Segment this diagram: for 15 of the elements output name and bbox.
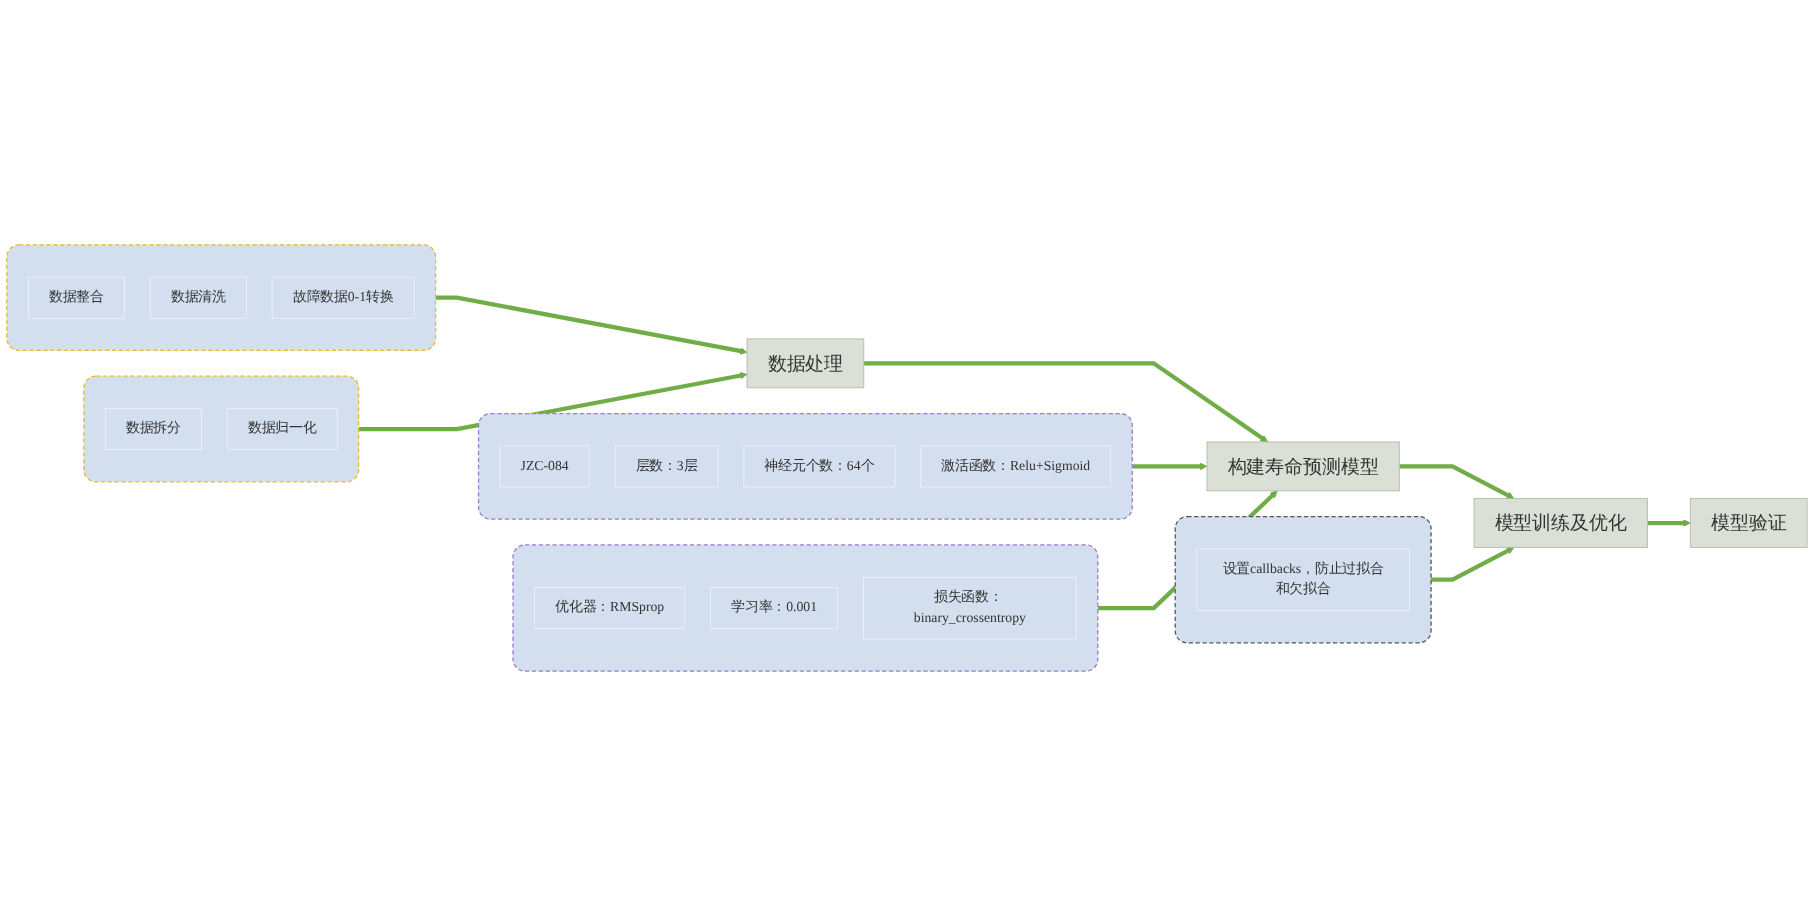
arrow — [1132, 461, 1208, 470]
arrow — [1399, 463, 1515, 498]
node-box: 构建寿命预测模型 — [1206, 440, 1400, 491]
cluster — [477, 411, 1133, 519]
cluster — [6, 243, 437, 351]
arrow — [863, 360, 1268, 442]
cluster — [1174, 514, 1432, 643]
node-box: 模型训练及优化 — [1473, 497, 1648, 547]
arrow — [1647, 518, 1691, 526]
arrow — [435, 294, 748, 354]
cluster — [83, 374, 360, 482]
arrow — [1431, 546, 1515, 581]
node-box: 数据处理 — [746, 337, 865, 388]
cluster — [512, 543, 1099, 671]
node-box: 模型验证 — [1689, 497, 1808, 547]
